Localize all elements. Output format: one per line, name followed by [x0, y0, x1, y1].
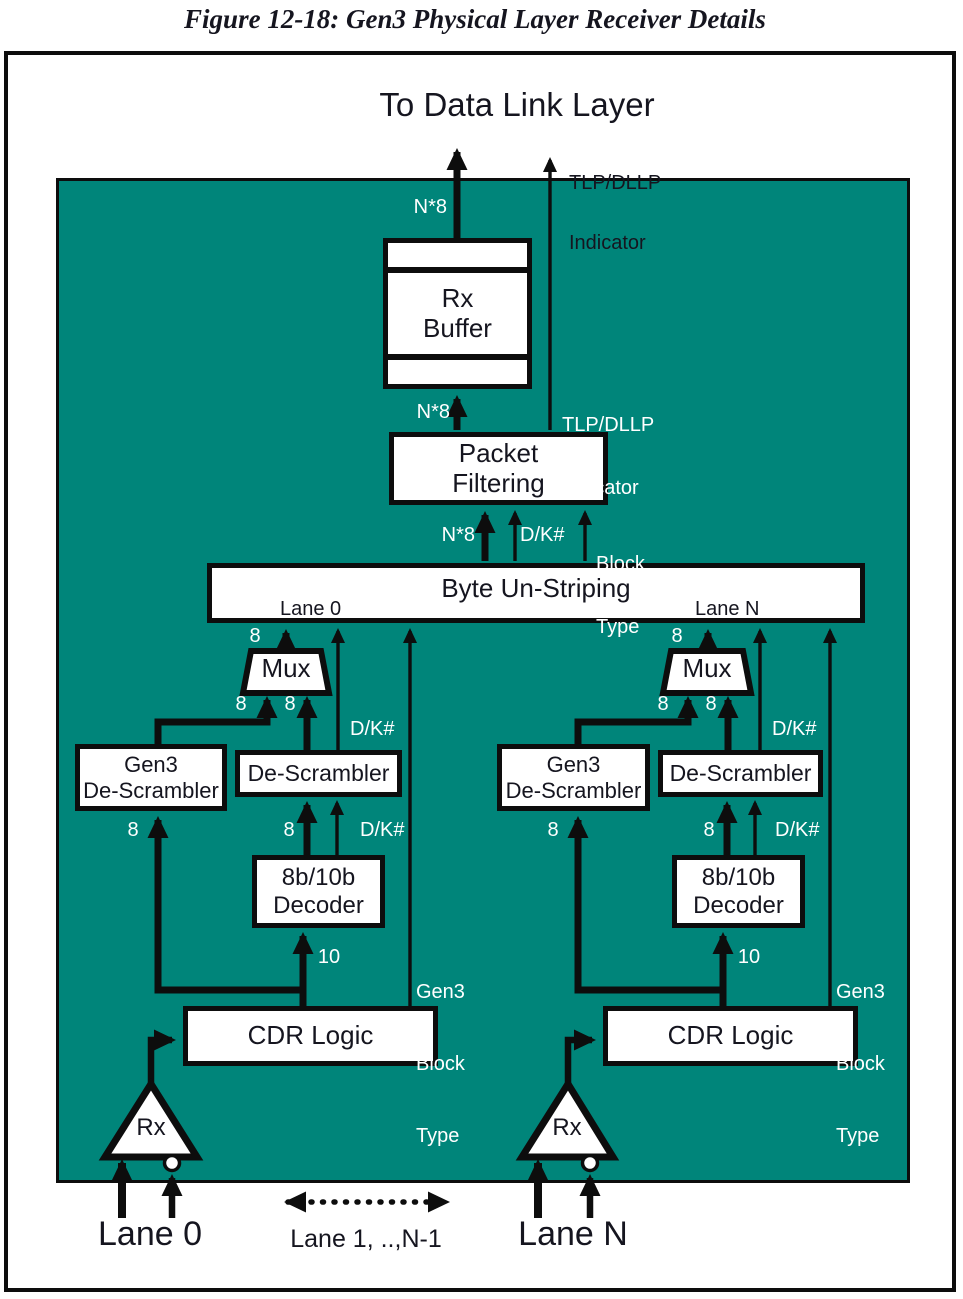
rx-buffer-box: Rx Buffer [383, 238, 532, 389]
decoder-right-line2: Decoder [693, 891, 784, 919]
block-line: Block [416, 1053, 465, 1075]
rx-buffer-body: Rx Buffer [388, 273, 527, 354]
tlp-dllp-indicator-top-label: TLP/DLLP Indicator [569, 133, 661, 293]
eight-descr-in-right: 8 [703, 819, 715, 841]
eight-mux-out-left: 8 [249, 625, 261, 647]
eight-gen3descr-in-right: 8 [547, 819, 559, 841]
packet-filtering-line1: Packet [458, 437, 539, 468]
mux-label-right: Mux [682, 653, 732, 683]
tlp-dllp-indicator-mid-label: TLP/DLLP Indicator [562, 373, 654, 541]
gen3-descrambler-left-box: Gen3 De-Scrambler [75, 744, 227, 811]
gen3-descrambler-right-line1: Gen3 [546, 752, 601, 778]
rx-buffer-bottom-slot [388, 360, 527, 384]
tlp-dllp-line: TLP/DLLP [569, 172, 662, 194]
cdr-logic-right-label: CDR Logic [667, 1020, 794, 1051]
gen3-line: Gen3 [836, 981, 885, 1003]
lane-range-label: Lane 1, ..,N-1 [290, 1225, 442, 1253]
to-data-link-layer-label: To Data Link Layer [379, 86, 655, 123]
descrambler-right-label: De-Scrambler [669, 760, 812, 787]
indicator-line: Indicator [569, 232, 646, 254]
eight-mux-in1-left: 8 [235, 693, 247, 715]
rx-buffer-label-line2: Buffer [423, 312, 492, 343]
eight-descr-in-left: 8 [283, 819, 295, 841]
eight-mux-in1-right: 8 [657, 693, 669, 715]
descrambler-right-box: De-Scrambler [658, 750, 823, 797]
rx-amp-label-right: Rx [552, 1114, 582, 1141]
decoder-right-line1: 8b/10b [701, 863, 776, 891]
ten-label-left: 10 [317, 946, 341, 968]
descrambler-left-label: De-Scrambler [247, 760, 390, 787]
byte-unstriping-label: Byte Un-Striping [441, 573, 631, 603]
gen3-descrambler-left-line2: De-Scrambler [83, 777, 219, 803]
n8-label-unstripe: N*8 [441, 524, 475, 546]
laneN-tap-label: Lane N [695, 598, 760, 620]
gen3-blocktype-label-right: Gen3 Block Type [836, 932, 885, 1196]
indicator-mid-line: Indicator [562, 477, 639, 499]
descrambler-left-box: De-Scrambler [235, 750, 402, 797]
dk-label-descr-left: D/K# [360, 819, 405, 841]
figure-title: Figure 12-18: Gen3 Physical Layer Receiv… [184, 4, 766, 34]
decoder-left-line2: Decoder [273, 891, 364, 919]
cdr-logic-left-label: CDR Logic [247, 1020, 374, 1051]
cdr-logic-left-box: CDR Logic [183, 1006, 438, 1066]
eight-gen3descr-in-left: 8 [127, 819, 139, 841]
lane0-input-label: Lane 0 [98, 1215, 202, 1253]
ten-label-right: 10 [737, 946, 761, 968]
laneN-input-label: Lane N [518, 1215, 628, 1253]
gen3-blocktype-label-left: Gen3 Block Type [416, 932, 465, 1196]
dk-label-mux-right: D/K# [772, 718, 817, 740]
blocktype-label-pf: Block Type [596, 512, 645, 680]
rx-buffer-top-slot [388, 243, 527, 267]
eight-mux-in2-left: 8 [284, 693, 296, 715]
n8-label-mid: N*8 [416, 401, 450, 423]
dk-label-descr-right: D/K# [775, 819, 820, 841]
tlp-dllp-mid-line: TLP/DLLP [562, 414, 655, 436]
eight-mux-in2-right: 8 [705, 693, 717, 715]
decoder-8b10b-right-box: 8b/10b Decoder [672, 855, 805, 928]
type-line: Type [596, 616, 640, 638]
gen3-descrambler-right-box: Gen3 De-Scrambler [497, 744, 650, 811]
block-line: Block [596, 553, 645, 575]
decoder-left-line1: 8b/10b [281, 863, 356, 891]
rx-amp-label-left: Rx [136, 1114, 166, 1141]
packet-filtering-line2: Filtering [452, 467, 545, 498]
gen3-line: Gen3 [416, 981, 465, 1003]
block-line: Block [836, 1053, 885, 1075]
eight-mux-out-right: 8 [671, 625, 683, 647]
gen3-descrambler-right-line2: De-Scrambler [505, 777, 642, 803]
type-line: Type [836, 1125, 880, 1147]
dk-label-unstripe: D/K# [520, 524, 565, 546]
lane0-tap-label: Lane 0 [280, 598, 342, 620]
mux-label-left: Mux [261, 653, 311, 683]
cdr-logic-right-box: CDR Logic [603, 1006, 858, 1066]
rx-buffer-label-line1: Rx [441, 282, 474, 313]
dk-label-mux-left: D/K# [350, 718, 395, 740]
byte-unstriping-box: Byte Un-Striping Lane 0 Lane N [207, 563, 865, 623]
packet-filtering-box: Packet Filtering [389, 432, 608, 505]
type-line: Type [416, 1125, 460, 1147]
gen3-descrambler-left-line1: Gen3 [124, 752, 178, 778]
decoder-8b10b-left-box: 8b/10b Decoder [252, 855, 385, 928]
n8-label-top: N*8 [413, 196, 447, 218]
